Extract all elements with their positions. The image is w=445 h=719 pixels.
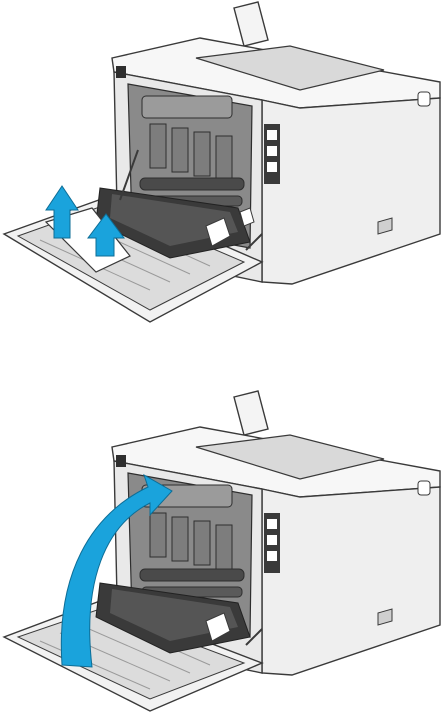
printer-side-panel [262, 98, 440, 284]
printer-rear-door-close-illustration [0, 375, 445, 715]
logo-badge [418, 481, 430, 495]
output-tray-extension [234, 2, 268, 46]
logo-badge [418, 92, 430, 106]
vent [116, 66, 126, 78]
printer-side-panel [262, 487, 440, 675]
step-1-illustration [0, 0, 445, 340]
vent [116, 455, 126, 467]
step-2-illustration [0, 375, 445, 715]
output-tray-extension [234, 391, 268, 435]
printer-rear-door-open-illustration [0, 0, 445, 340]
